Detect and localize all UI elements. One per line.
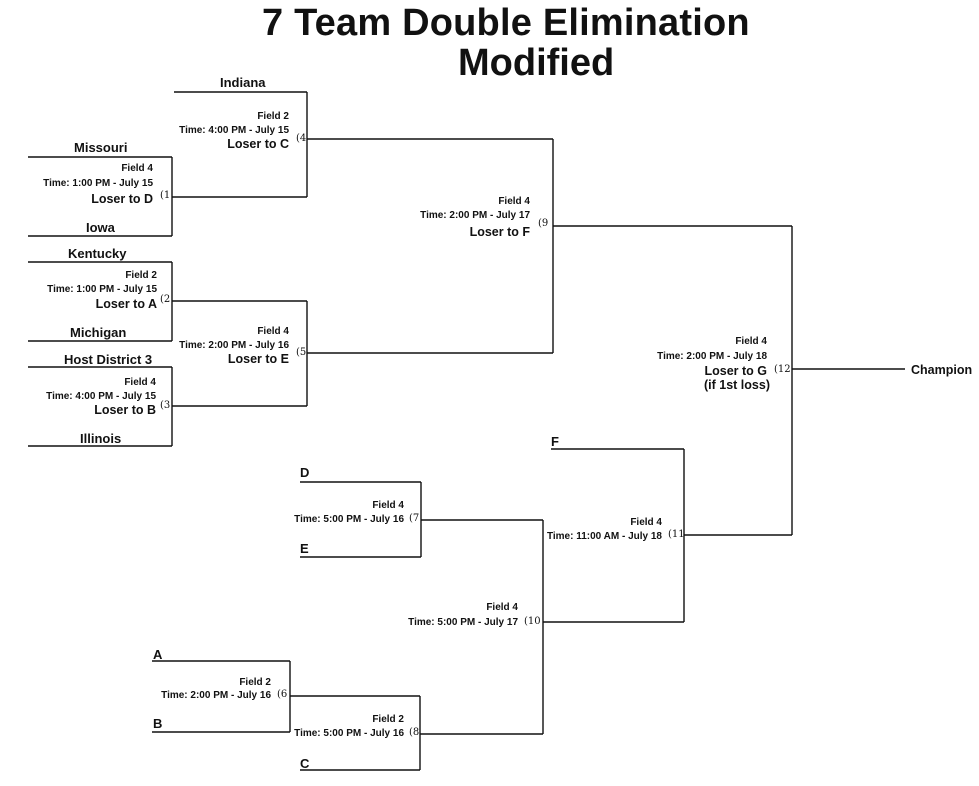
game-2-field: Field 2 bbox=[125, 270, 157, 281]
game-2-number: (2 bbox=[160, 294, 171, 305]
game-5-number: (5 bbox=[296, 347, 307, 358]
game-8-time: Time: 5:00 PM - July 16 bbox=[294, 728, 404, 739]
game-4-field: Field 2 bbox=[257, 111, 289, 122]
team-indiana: Indiana bbox=[220, 75, 266, 90]
game-7-time: Time: 5:00 PM - July 16 bbox=[294, 514, 404, 525]
game-5-field: Field 4 bbox=[257, 326, 289, 337]
team-host-district: Host District 3 bbox=[64, 352, 153, 367]
game-6-time: Time: 2:00 PM - July 16 bbox=[161, 690, 271, 701]
team-kentucky: Kentucky bbox=[68, 246, 127, 261]
slot-c: C bbox=[300, 756, 310, 771]
game-9-time: Time: 2:00 PM - July 17 bbox=[420, 210, 530, 221]
game-3-number: (3 bbox=[160, 400, 171, 411]
game-12-field: Field 4 bbox=[735, 336, 767, 347]
game-3-time: Time: 4:00 PM - July 15 bbox=[46, 391, 156, 402]
game-7-field: Field 4 bbox=[372, 500, 404, 511]
slot-e: E bbox=[300, 541, 309, 556]
page-subtitle: Modified bbox=[458, 42, 615, 84]
game-6-field: Field 2 bbox=[239, 677, 271, 688]
game-1-time: Time: 1:00 PM - July 15 bbox=[43, 178, 153, 189]
game-12-number: (12 bbox=[774, 364, 791, 375]
game-4-loser: Loser to C bbox=[227, 137, 289, 151]
game-5-loser: Loser to E bbox=[227, 352, 289, 366]
slot-f: F bbox=[551, 434, 559, 449]
game-9-number: (9 bbox=[538, 218, 549, 229]
game-1-field: Field 4 bbox=[121, 163, 153, 174]
game-12-time: Time: 2:00 PM - July 18 bbox=[657, 351, 767, 362]
game-8-number: (8 bbox=[409, 727, 420, 738]
game-11-number: (11 bbox=[668, 529, 685, 540]
slot-b: B bbox=[153, 716, 163, 731]
game-1-loser: Loser to D bbox=[91, 192, 153, 206]
game-8-field: Field 2 bbox=[372, 714, 404, 725]
game-3-loser: Loser to B bbox=[94, 403, 156, 417]
game-11-field: Field 4 bbox=[630, 517, 662, 528]
game-11-time: Time: 11:00 AM - July 18 bbox=[546, 531, 662, 542]
game-4-number: (4 bbox=[296, 133, 307, 144]
game-12-note: (if 1st loss) bbox=[704, 378, 770, 392]
slot-d: D bbox=[300, 465, 310, 480]
game-6-number: (6 bbox=[277, 689, 288, 700]
game-10-number: (10 bbox=[524, 616, 541, 627]
game-9-field: Field 4 bbox=[498, 196, 530, 207]
game-10-time: Time: 5:00 PM - July 17 bbox=[408, 617, 518, 628]
game-2-time: Time: 1:00 PM - July 15 bbox=[47, 284, 157, 295]
champion-label: Champion bbox=[911, 363, 973, 377]
game-7-number: (7 bbox=[409, 513, 420, 524]
game-2-loser: Loser to A bbox=[95, 297, 157, 311]
game-5-time: Time: 2:00 PM - July 16 bbox=[179, 340, 289, 351]
team-iowa: Iowa bbox=[86, 220, 115, 235]
team-missouri: Missouri bbox=[74, 140, 128, 155]
game-10-field: Field 4 bbox=[486, 602, 518, 613]
game-9-loser: Loser to F bbox=[469, 225, 530, 239]
team-michigan: Michigan bbox=[70, 325, 127, 340]
page-title: 7 Team Double Elimination bbox=[262, 2, 750, 44]
game-1-number: (1 bbox=[160, 190, 171, 201]
game-4-time: Time: 4:00 PM - July 15 bbox=[179, 125, 289, 136]
slot-a: A bbox=[153, 647, 163, 662]
team-illinois: Illinois bbox=[80, 431, 122, 446]
game-12-loser: Loser to G bbox=[704, 364, 767, 378]
game-3-field: Field 4 bbox=[124, 377, 156, 388]
